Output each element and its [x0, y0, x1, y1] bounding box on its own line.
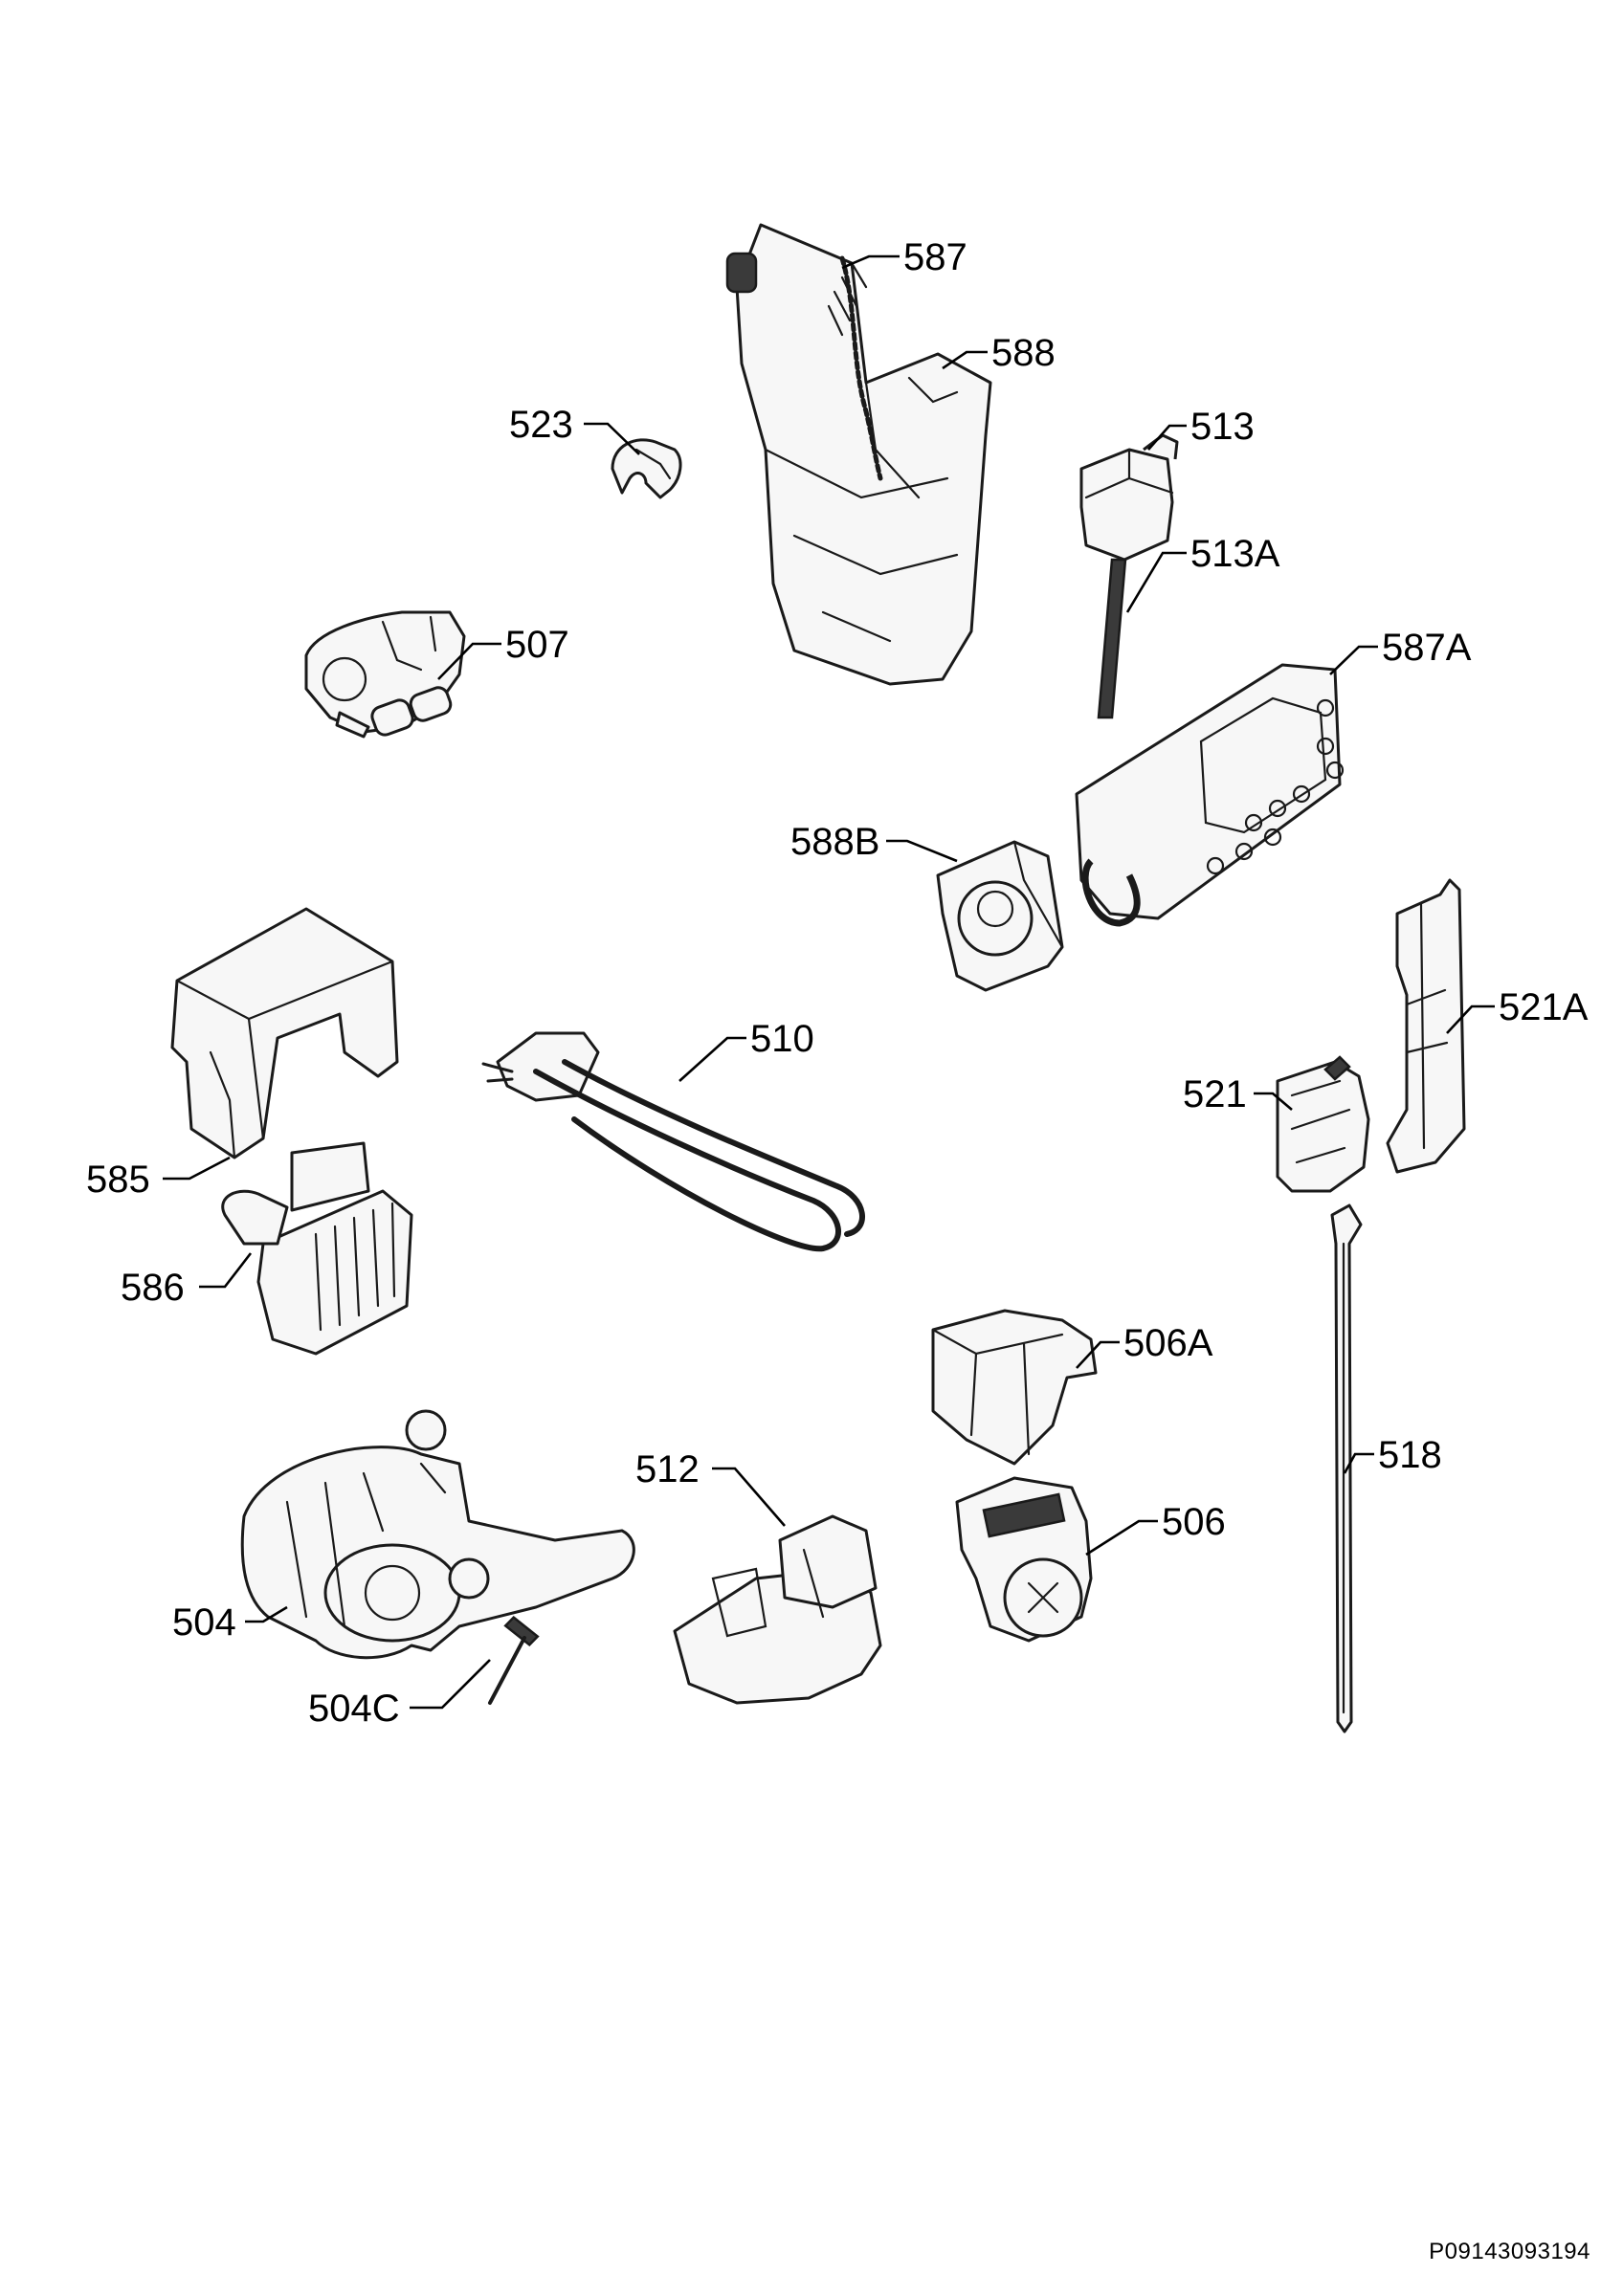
leader-513A — [1125, 551, 1187, 613]
leader-521 — [1254, 1092, 1293, 1111]
leader-504 — [245, 1605, 288, 1623]
leader-506A — [1076, 1340, 1120, 1369]
callout-513A: 513A — [1190, 533, 1280, 575]
part-523-clip — [611, 438, 682, 499]
document-code: P09143093194 — [1429, 2239, 1590, 2264]
part-512-base — [673, 1514, 882, 1705]
callout-587: 587 — [903, 236, 967, 278]
leader-518 — [1343, 1452, 1374, 1474]
leader-588 — [942, 350, 988, 370]
callout-587A: 587A — [1382, 627, 1472, 669]
part-588B-pressure-switch — [936, 840, 1064, 992]
callout-513: 513 — [1190, 406, 1255, 448]
leader-586 — [199, 1252, 253, 1289]
callout-506A: 506A — [1123, 1322, 1213, 1364]
leader-512 — [712, 1467, 786, 1527]
callout-518: 518 — [1378, 1434, 1442, 1476]
part-587A-ui-board — [1075, 663, 1345, 927]
part-506A-pump-cover — [931, 1309, 1098, 1466]
leader-510 — [678, 1036, 746, 1082]
callout-labels: 587 588 523 513 513A 507 587A 588B 510 5… — [86, 236, 1589, 1730]
part-586-heatsink — [221, 1141, 413, 1356]
callout-521: 521 — [1183, 1073, 1247, 1115]
callout-521A: 521A — [1499, 986, 1589, 1028]
part-588-board-housing — [725, 223, 992, 686]
part-521A-bracket — [1386, 878, 1466, 1174]
leader-585 — [163, 1156, 231, 1181]
callout-506: 506 — [1162, 1501, 1226, 1543]
part-504C-screw — [488, 1615, 540, 1705]
part-513-block — [1079, 433, 1179, 562]
leader-523 — [584, 422, 640, 455]
leader-506 — [1085, 1519, 1158, 1556]
callout-504C: 504C — [308, 1688, 400, 1730]
leader-507 — [437, 642, 501, 680]
callout-588: 588 — [991, 332, 1056, 374]
part-510-heater — [481, 1031, 865, 1252]
callout-507: 507 — [505, 624, 569, 666]
leader-587A — [1329, 645, 1378, 675]
part-504-motor — [240, 1409, 635, 1660]
leader-504C — [410, 1659, 491, 1710]
callout-585: 585 — [86, 1159, 150, 1201]
callout-512: 512 — [635, 1448, 700, 1490]
callout-504: 504 — [172, 1601, 236, 1644]
part-513A-rod — [1097, 558, 1127, 719]
leader-513 — [1147, 424, 1187, 451]
callout-586: 586 — [121, 1267, 185, 1309]
part-585-cover — [170, 907, 399, 1159]
callout-523: 523 — [509, 404, 573, 446]
part-507-inlet-valve — [304, 610, 466, 739]
part-506-drain-pump — [955, 1476, 1093, 1643]
part-521-door-lock — [1276, 1055, 1370, 1193]
callout-588B: 588B — [790, 821, 879, 863]
leader-lines — [163, 254, 1495, 1710]
leader-521A — [1446, 1004, 1495, 1034]
leader-588B — [886, 839, 958, 863]
callout-510: 510 — [750, 1018, 814, 1060]
leader-587 — [841, 254, 900, 270]
part-587-board-edge — [839, 255, 883, 481]
